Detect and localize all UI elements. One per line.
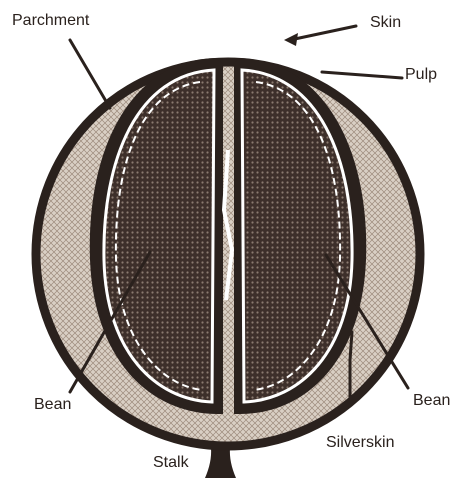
label-bean-left: Bean — [34, 396, 71, 414]
label-bean-right: Bean — [413, 392, 450, 410]
leader-pulp — [322, 72, 402, 78]
leader-skin — [290, 26, 356, 40]
stalk — [205, 448, 236, 478]
label-silverskin: Silverskin — [326, 434, 394, 452]
label-stalk: Stalk — [153, 454, 189, 472]
label-parchment: Parchment — [12, 12, 89, 30]
leader-parchment — [70, 40, 110, 108]
skin-arrowhead — [284, 33, 298, 46]
label-skin: Skin — [370, 14, 401, 32]
label-pulp: Pulp — [405, 66, 437, 84]
